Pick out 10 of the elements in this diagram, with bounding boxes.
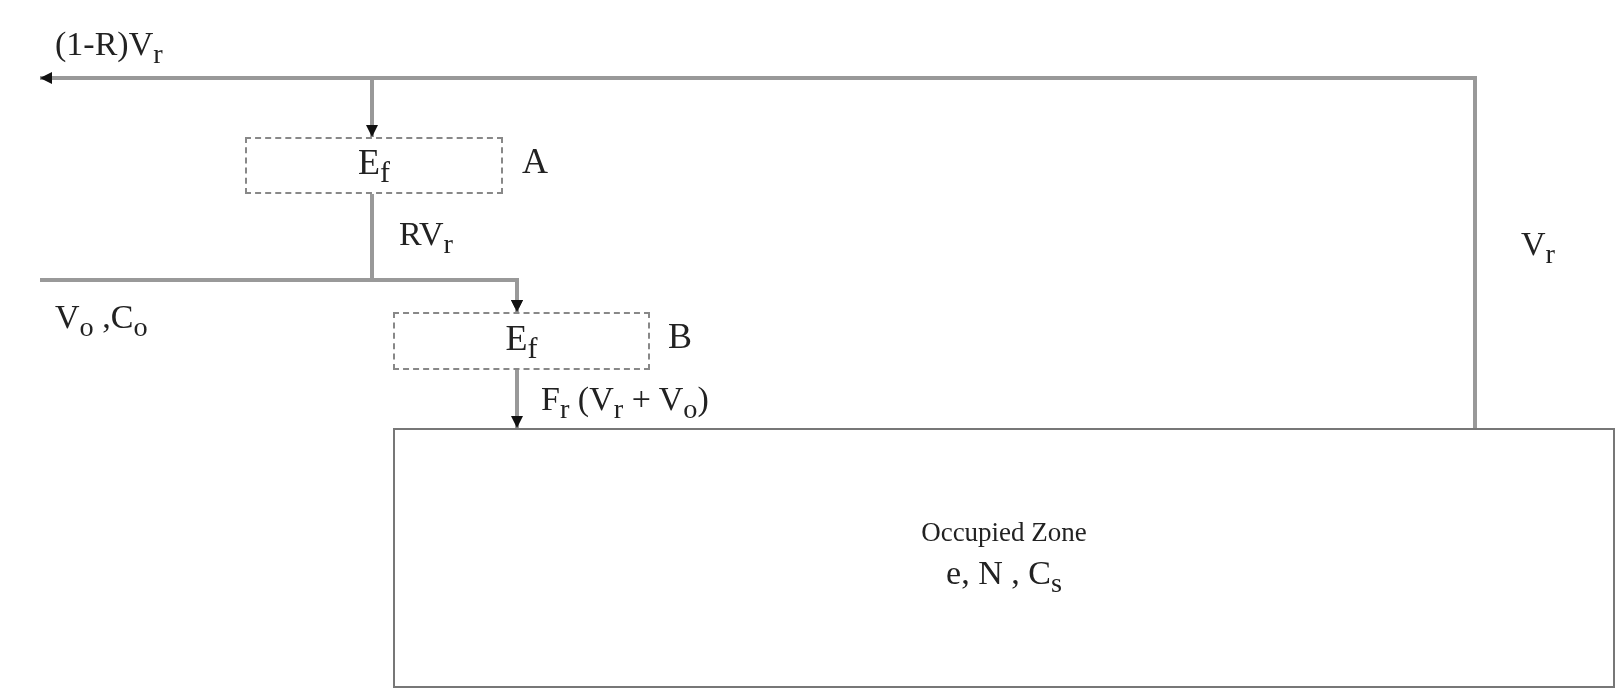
- filter-label: E$_{f}$: [505, 316, 538, 366]
- zone-box: [393, 428, 1615, 688]
- filter-letter: B: [668, 315, 692, 357]
- flow-arrow: [511, 370, 523, 428]
- filter-box: [245, 137, 503, 194]
- filter-box: [393, 312, 650, 370]
- filter-label: E$_{f}$: [358, 141, 390, 190]
- zone-title: Occupied Zone: [921, 517, 1087, 549]
- filter-letter: A: [522, 140, 548, 182]
- zone-variables: e, N , C$_{s}$: [946, 554, 1062, 599]
